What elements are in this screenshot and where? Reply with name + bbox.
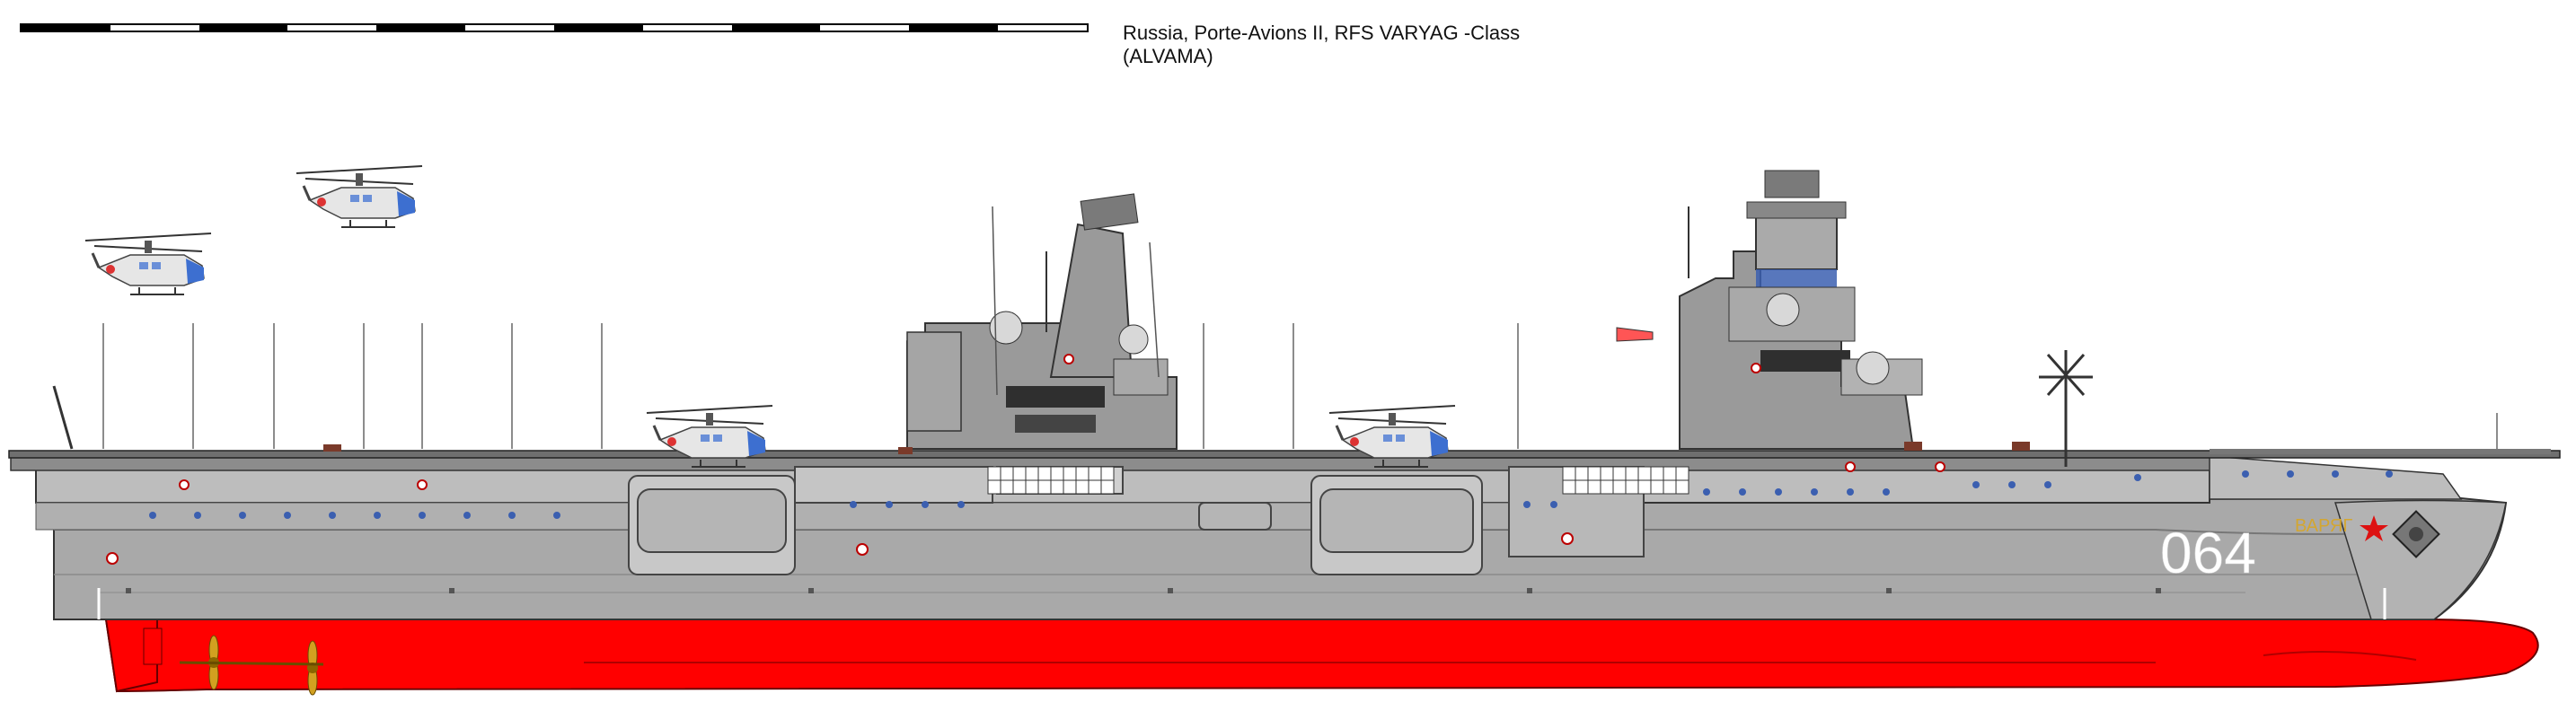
- ship-name: ВАРЯГ: [2295, 516, 2352, 536]
- helicopter-icon: [295, 164, 424, 229]
- scale-bar-segment: [553, 25, 643, 31]
- pennant-number: 064: [2160, 521, 2256, 585]
- caption-author: (ALVAMA): [1123, 45, 1213, 67]
- scale-bar-segment: [731, 25, 821, 31]
- lower-hull: [104, 619, 2539, 693]
- portholes: [149, 470, 2393, 519]
- lattice-mast: [2039, 350, 2093, 467]
- anchor-icon: [2392, 510, 2440, 558]
- helicopter-icon: [84, 232, 213, 296]
- caption-title: Russia, Porte-Avions II, RFS VARYAG -Cla…: [1123, 22, 1521, 44]
- flight-deck: [8, 450, 2561, 459]
- red-star-icon: [2360, 515, 2388, 541]
- scale-bar-segment: [198, 25, 288, 31]
- propeller-icon: [306, 640, 319, 696]
- scale-bar: [20, 23, 1089, 32]
- aft-island: [1616, 170, 1923, 450]
- forward-island: [906, 193, 1178, 450]
- scale-bar-segment: [909, 25, 999, 31]
- scale-bar-segment: [22, 25, 110, 31]
- caption: Russia, Porte-Avions II, RFS VARYAG -Cla…: [1123, 22, 1520, 68]
- scale-bar-segment: [376, 25, 466, 31]
